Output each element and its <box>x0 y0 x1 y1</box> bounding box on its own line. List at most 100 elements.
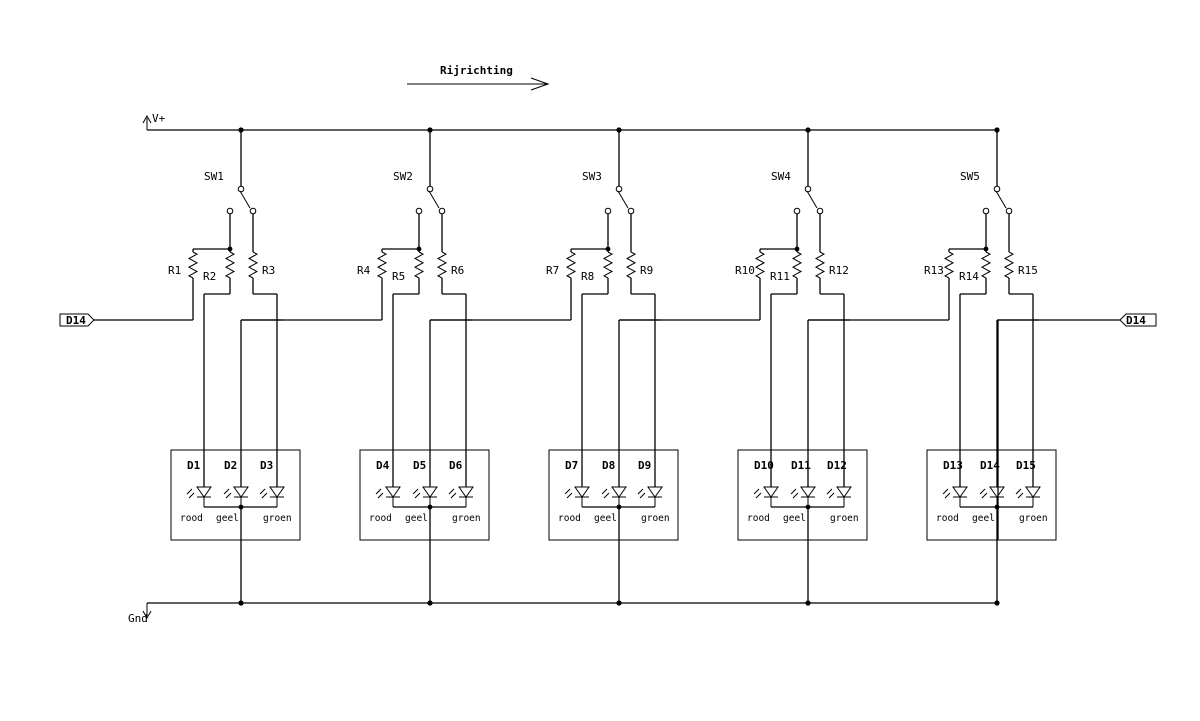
led-color-label: rood <box>180 513 203 524</box>
led-label: D15 <box>1016 459 1036 472</box>
led-symbol <box>942 486 968 507</box>
resistor-label: R15 <box>1018 264 1038 277</box>
right-port-label: D14 <box>1126 314 1146 327</box>
led-label: D12 <box>827 459 847 472</box>
resistor-symbol <box>980 251 992 279</box>
led-symbol <box>601 486 627 507</box>
gnd-label: Gnd <box>128 612 148 625</box>
resistor-label: R7 <box>546 264 559 277</box>
resistor-label: R1 <box>168 264 181 277</box>
resistor-symbol <box>943 251 955 279</box>
left-port-connector <box>59 278 194 327</box>
led-symbol <box>753 486 779 507</box>
resistor-label: R5 <box>392 270 405 283</box>
led-label: D13 <box>943 459 963 472</box>
led-label: D14 <box>980 459 1000 472</box>
led-symbol <box>259 486 285 507</box>
led-module <box>170 449 301 541</box>
led-label: D6 <box>449 459 463 472</box>
led-module <box>926 449 1057 541</box>
led-color-label: geel <box>783 513 806 524</box>
led-color-label: rood <box>558 513 581 524</box>
resistor-symbol <box>247 251 259 279</box>
led-symbol <box>790 486 816 507</box>
led-symbol <box>637 486 663 507</box>
resistor-label: R9 <box>640 264 653 277</box>
led-color-label: geel <box>216 513 239 524</box>
led-color-label: rood <box>369 513 392 524</box>
led-symbol <box>448 486 474 507</box>
direction-label: Rijrichting <box>440 64 513 77</box>
led-module <box>359 449 490 541</box>
led-label: D10 <box>754 459 774 472</box>
gnd-rail <box>142 602 996 620</box>
resistor-label: R11 <box>770 270 790 283</box>
led-color-label: groen <box>1019 513 1048 524</box>
led-label: D9 <box>638 459 651 472</box>
led-color-label: rood <box>936 513 959 524</box>
resistor-label: R4 <box>357 264 371 277</box>
led-symbol <box>564 486 590 507</box>
led-color-label: groen <box>641 513 670 524</box>
led-label: D7 <box>565 459 578 472</box>
led-symbol <box>1015 486 1041 507</box>
switch-symbol <box>226 130 257 215</box>
resistor-label: R6 <box>451 264 464 277</box>
led-module <box>737 449 868 541</box>
direction-arrow <box>407 77 550 91</box>
resistor-symbol <box>814 251 826 279</box>
led-color-label: groen <box>830 513 859 524</box>
switch-label: SW1 <box>204 170 224 183</box>
switch-label: SW5 <box>960 170 980 183</box>
led-symbol <box>223 486 249 507</box>
switch-label: SW2 <box>393 170 413 183</box>
resistor-symbol <box>1003 251 1015 279</box>
led-color-label: groen <box>263 513 292 524</box>
switch-symbol <box>415 130 446 215</box>
resistor-symbol <box>376 251 388 279</box>
resistor-symbol <box>187 251 199 279</box>
led-symbol <box>186 486 212 507</box>
resistor-label: R14 <box>959 270 979 283</box>
resistor-symbol <box>565 251 577 279</box>
switch-symbol <box>604 130 635 215</box>
right-port-connector <box>997 313 1157 540</box>
led-symbol <box>375 486 401 507</box>
led-label: D2 <box>224 459 237 472</box>
switch-symbol <box>793 130 824 215</box>
led-label: D1 <box>187 459 201 472</box>
led-color-label: geel <box>972 513 995 524</box>
vplus-label: V+ <box>152 112 166 125</box>
resistor-symbol <box>413 251 425 279</box>
switch-label: SW3 <box>582 170 602 183</box>
resistor-label: R10 <box>735 264 755 277</box>
led-module <box>548 449 679 541</box>
resistor-label: R12 <box>829 264 849 277</box>
led-color-label: geel <box>405 513 428 524</box>
switch-symbol <box>982 130 1013 215</box>
led-symbol <box>826 486 852 507</box>
resistor-label: R2 <box>203 270 216 283</box>
resistor-label: R13 <box>924 264 944 277</box>
switch-label: SW4 <box>771 170 791 183</box>
led-color-label: geel <box>594 513 617 524</box>
resistor-symbol <box>754 251 766 279</box>
led-label: D11 <box>791 459 811 472</box>
resistor-label: R3 <box>262 264 275 277</box>
resistor-symbol <box>436 251 448 279</box>
resistor-symbol <box>224 251 236 279</box>
led-label: D5 <box>413 459 426 472</box>
led-symbol <box>412 486 438 507</box>
resistor-label: R8 <box>581 270 594 283</box>
led-symbol <box>979 486 1005 507</box>
resistor-symbol <box>625 251 637 279</box>
resistor-symbol <box>791 251 803 279</box>
led-label: D8 <box>602 459 615 472</box>
vplus-rail <box>142 114 996 131</box>
